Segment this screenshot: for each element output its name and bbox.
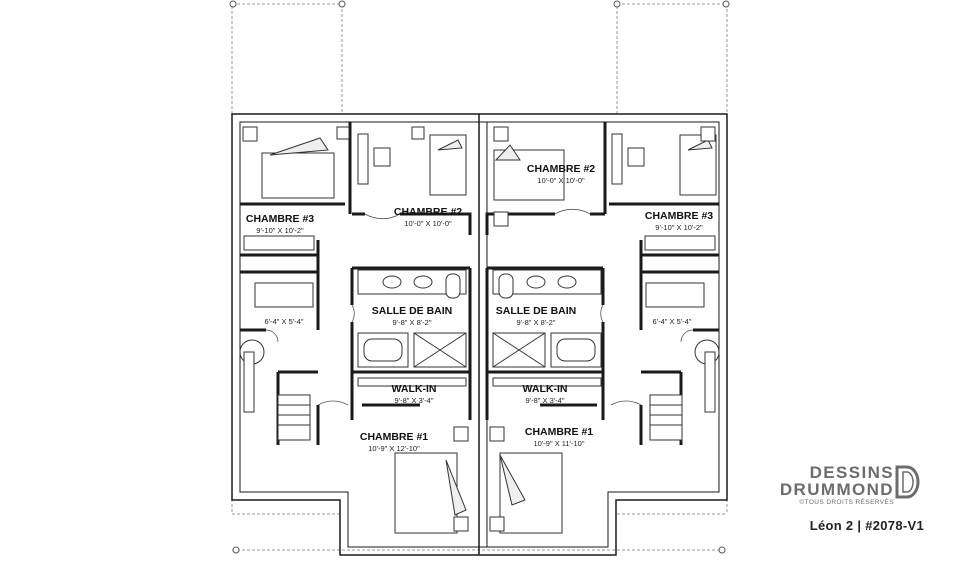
right-bedroom1-dim: 10'-9" X 11'-10" (534, 439, 585, 448)
exterior-walls (231, 113, 728, 556)
left-walkin-dim: 9'-8" X 3'-4" (394, 396, 433, 405)
right-interior-walls (485, 122, 719, 445)
left-furniture (239, 126, 469, 534)
left-bedroom1-name: CHAMBRE #1 (360, 431, 428, 443)
right-bedroom2-dim: 10'-0" X 10'-0" (537, 176, 585, 185)
brand-line2: DRUMMOND (779, 480, 894, 499)
right-walkin-dim: 9'-8" X 3'-4" (525, 396, 564, 405)
door-swings (265, 208, 694, 406)
left-room-labels: CHAMBRE #3 9'-10" X 10'-2" CHAMBRE #2 10… (246, 206, 462, 453)
right-bedroom3-dim: 9'-10" X 10'-2" (655, 223, 703, 232)
left-bedroom1-dim: 10'-9" X 12'-10" (368, 444, 420, 453)
left-bedroom2-dim: 10'-0" X 10'-0" (404, 219, 452, 228)
right-furniture (489, 126, 720, 534)
right-bathroom-name: SALLE DE BAIN (496, 305, 577, 317)
left-bathroom-name: SALLE DE BAIN (372, 305, 453, 317)
right-room-labels: CHAMBRE #2 10'-0" X 10'-0" CHAMBRE #3 9'… (496, 163, 714, 448)
brand-line1: DESSINS (809, 463, 894, 482)
brand-logo-icon (895, 465, 920, 499)
right-closet-dim: 6'-4" X 5'-4" (652, 317, 691, 326)
right-bedroom1-name: CHAMBRE #1 (525, 426, 593, 438)
plan-caption: Léon 2 | #2078-V1 (809, 518, 924, 533)
right-bathroom-dim: 9'-8" X 8'-2" (516, 318, 555, 327)
left-bathroom-dim: 9'-8" X 8'-2" (392, 318, 431, 327)
left-bedroom3-dim: 9'-10" X 10'-2" (256, 226, 304, 235)
right-bedroom3-name: CHAMBRE #3 (645, 210, 713, 222)
left-closet-dim: 6'-4" X 5'-4" (264, 317, 303, 326)
left-bedroom2-name: CHAMBRE #2 (394, 206, 462, 218)
deck-posts (229, 0, 730, 554)
right-walkin-name: WALK-IN (523, 383, 568, 395)
right-bedroom2-name: CHAMBRE #2 (527, 163, 595, 175)
left-walkin-name: WALK-IN (392, 383, 437, 395)
left-bedroom3-name: CHAMBRE #3 (246, 213, 314, 225)
brand-rights: ©TOUS DROITS RÉSERVÉS (799, 499, 894, 506)
brand-watermark: DESSINS DRUMMOND ©TOUS DROITS RÉSERVÉS (780, 464, 894, 506)
